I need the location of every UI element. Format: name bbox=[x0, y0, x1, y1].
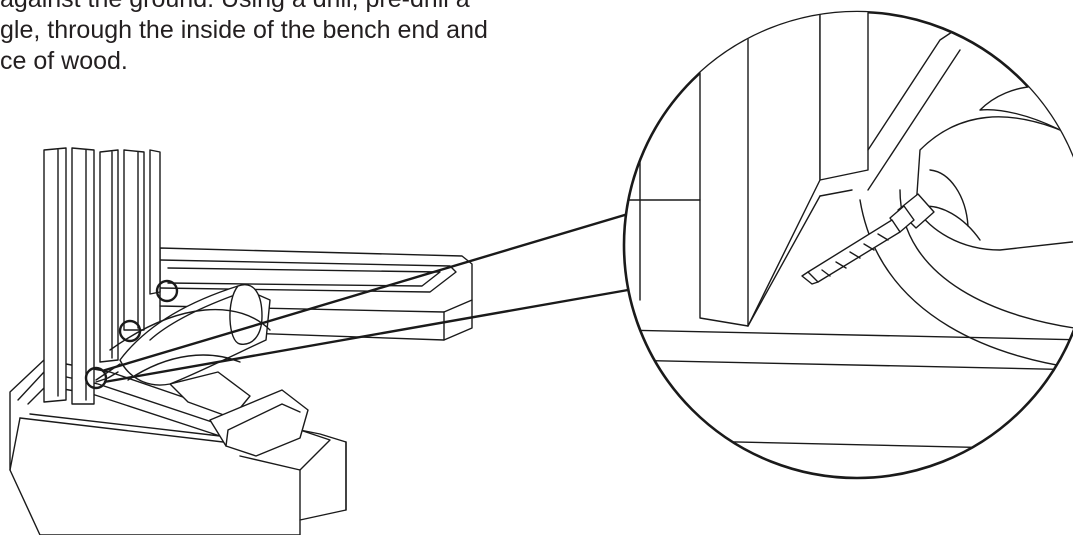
drill-marker-1 bbox=[155, 279, 179, 303]
drill-marker-3 bbox=[84, 366, 108, 390]
zoom-leader-lines bbox=[101, 203, 659, 384]
instruction-line-1: against the ground. Using a drill, pre-d… bbox=[0, 0, 520, 15]
drill-marker-2 bbox=[118, 319, 142, 343]
drill-position-markers bbox=[84, 279, 179, 390]
drill-detail-zoom-icon bbox=[622, 10, 1073, 480]
instruction-line-3: ce of wood. bbox=[0, 47, 128, 75]
bench-end-drawing bbox=[9, 147, 473, 535]
instruction-line-2: gle, through the inside of the bench end… bbox=[0, 16, 488, 44]
instruction-text: against the ground. Using a drill, pre-d… bbox=[0, 0, 520, 77]
